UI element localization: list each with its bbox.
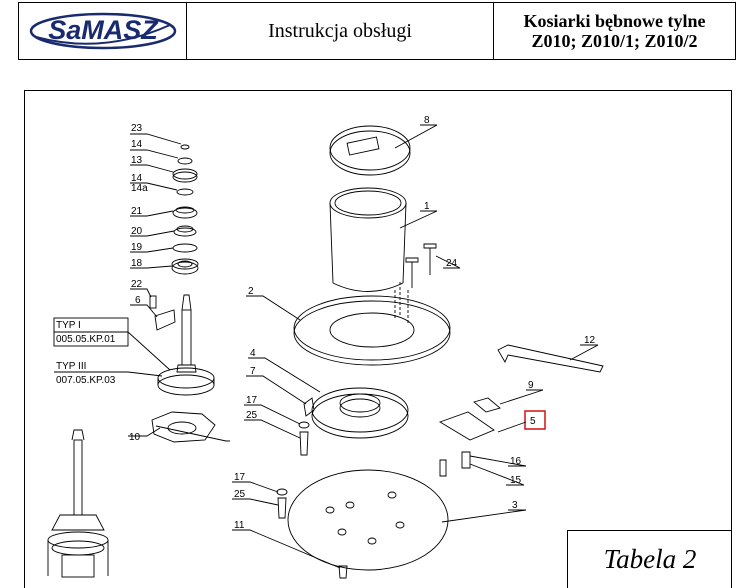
- part-6: 6: [135, 295, 141, 306]
- part-14a: 14a: [131, 183, 148, 194]
- part-number-labels: 23 14 13 14 14a 21 20 19 18 22 6 TYP I 0…: [56, 115, 596, 531]
- part-9: 9: [528, 380, 534, 391]
- part-13: 13: [131, 155, 143, 166]
- part-14-mid: 14: [131, 173, 143, 184]
- document-title: Instrukcja obsługi: [187, 2, 494, 60]
- samasz-logo: SaMASZ: [29, 12, 176, 50]
- part-3: 3: [512, 500, 518, 511]
- logo-text: SaMASZ: [48, 15, 159, 45]
- part-19: 19: [131, 242, 143, 253]
- model-line-2: Z010; Z010/1; Z010/2: [531, 31, 698, 51]
- part-8: 8: [424, 115, 430, 126]
- part-25-lower: 25: [234, 489, 246, 500]
- typ1-label: TYP I: [56, 320, 81, 331]
- part-24: 24: [446, 258, 458, 269]
- part-16: 16: [510, 456, 522, 467]
- part-10: 10: [129, 432, 141, 443]
- typ3-label: TYP III: [56, 361, 86, 372]
- model-info: Kosiarki bębnowe tylne Z010; Z010/1; Z01…: [494, 2, 736, 60]
- part-12: 12: [584, 335, 596, 346]
- typ3-code: 007.05.KP.03: [56, 375, 116, 386]
- part-14-top: 14: [131, 139, 143, 150]
- part-5: 5: [530, 416, 536, 427]
- part-7: 7: [250, 366, 256, 377]
- part-23: 23: [131, 123, 143, 134]
- part-11: 11: [234, 520, 245, 531]
- typ1-code: 005.05.KP.01: [56, 334, 116, 345]
- drawing-frame: [24, 90, 732, 588]
- part-20: 20: [131, 226, 143, 237]
- logo-cell: SaMASZ: [18, 2, 187, 60]
- part-25-upper: 25: [246, 410, 258, 421]
- part-4: 4: [250, 348, 256, 359]
- part-5-highlight-box: [524, 410, 546, 430]
- part-17-lower: 17: [234, 472, 246, 483]
- part-18: 18: [131, 258, 143, 269]
- model-line-1: Kosiarki bębnowe tylne: [523, 11, 706, 31]
- tabela-label: Tabela 2: [567, 530, 732, 588]
- part-1: 1: [424, 201, 430, 212]
- document-header: SaMASZ Instrukcja obsługi Kosiarki bębno…: [18, 2, 736, 60]
- part-22: 22: [131, 279, 143, 290]
- part-17-upper: 17: [246, 395, 258, 406]
- part-2: 2: [248, 286, 254, 297]
- part-21: 21: [131, 206, 143, 217]
- part-15: 15: [510, 475, 522, 486]
